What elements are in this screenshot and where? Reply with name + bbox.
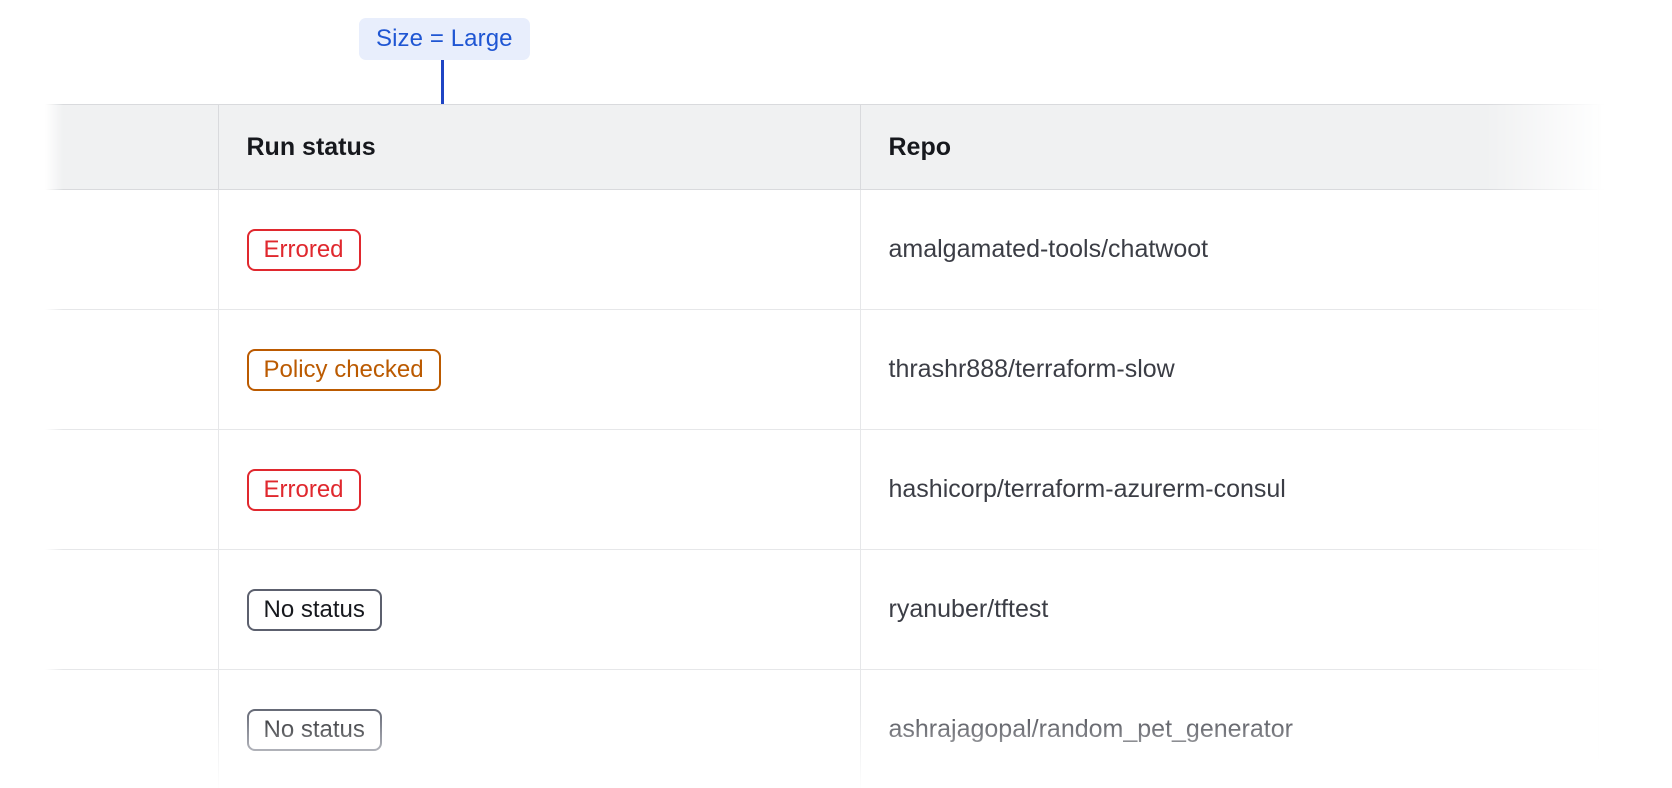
repo-cell: hashicorp/terraform-azurerm-consul xyxy=(860,429,1599,550)
repo-cell: amalgamated-tools/chatwoot xyxy=(860,189,1599,310)
status-badge: No status xyxy=(246,708,382,751)
status-badge: Policy checked xyxy=(246,348,441,391)
status-badge: No status xyxy=(246,588,382,631)
row-select-cell[interactable] xyxy=(45,309,219,430)
row-extra-cell xyxy=(1598,429,1672,550)
repo-cell: ashrajagopal/random_pet_generator xyxy=(860,669,1599,788)
run-status-cell: Errored xyxy=(218,189,861,310)
status-badge-label: Errored xyxy=(263,235,344,263)
runs-table-container: Run status Repo Errored amalgamated-tools… xyxy=(45,104,1672,788)
row-extra-cell xyxy=(1598,189,1672,310)
table-row[interactable]: Errored amalgamated-tools/chatwoot xyxy=(45,189,1672,310)
repo-cell: thrashr888/terraform-slow xyxy=(860,309,1599,430)
status-badge-label: Policy checked xyxy=(263,355,424,383)
row-select-cell[interactable] xyxy=(45,429,219,550)
table-row[interactable]: No status ashrajagopal/random_pet_generat… xyxy=(45,669,1672,788)
row-select-cell[interactable] xyxy=(45,669,219,788)
status-badge-label: No status xyxy=(263,715,365,743)
row-select-cell[interactable] xyxy=(45,189,219,310)
column-header-run-status[interactable]: Run status xyxy=(218,104,861,190)
table-header-row: Run status Repo xyxy=(45,104,1672,190)
status-badge-label: Errored xyxy=(263,475,344,503)
column-header-repo[interactable]: Repo xyxy=(860,104,1599,190)
table-row[interactable]: No status ryanuber/tftest xyxy=(45,549,1672,670)
row-select-cell[interactable] xyxy=(45,549,219,670)
status-badge-label: No status xyxy=(263,595,365,623)
status-badge: Errored xyxy=(246,468,361,511)
row-extra-cell xyxy=(1598,549,1672,670)
annotation-label-size-large: Size = Large xyxy=(359,18,530,60)
run-status-cell: Policy checked xyxy=(218,309,861,430)
runs-table: Run status Repo Errored amalgamated-tools… xyxy=(45,104,1672,788)
table-row[interactable]: Errored hashicorp/terraform-azurerm-consu… xyxy=(45,429,1672,550)
column-header-select[interactable] xyxy=(45,104,219,190)
table-header: Run status Repo xyxy=(45,104,1672,190)
run-status-cell: No status xyxy=(218,549,861,670)
repo-cell: ryanuber/tftest xyxy=(860,549,1599,670)
table-row[interactable]: Policy checked thrashr888/terraform-slow xyxy=(45,309,1672,430)
row-extra-cell xyxy=(1598,669,1672,788)
run-status-cell: No status xyxy=(218,669,861,788)
run-status-cell: Errored xyxy=(218,429,861,550)
status-badge: Errored xyxy=(246,228,361,271)
column-header-extra[interactable] xyxy=(1598,104,1672,190)
row-extra-cell xyxy=(1598,309,1672,430)
